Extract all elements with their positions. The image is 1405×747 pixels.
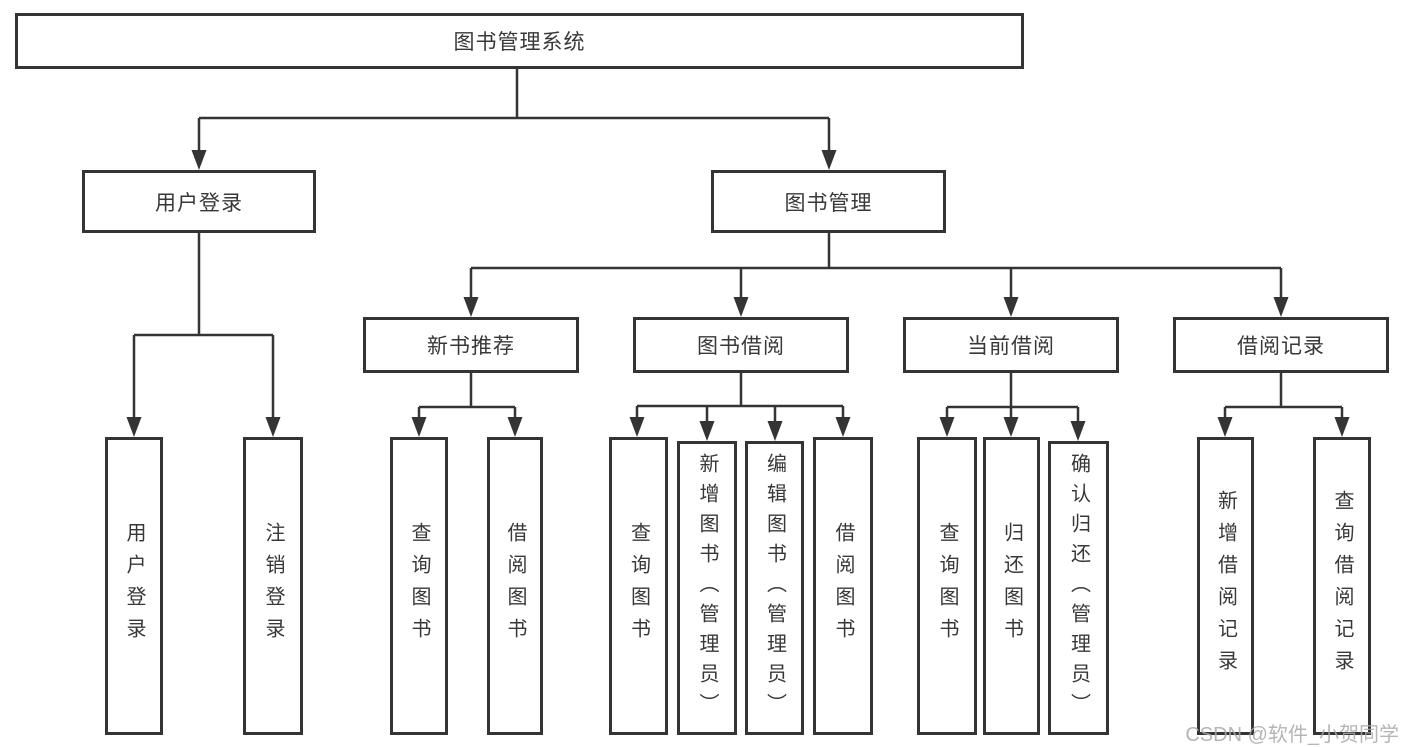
leaf-return-books: 归还图书 [983,437,1040,735]
node-new-book-recommend-label: 新书推荐 [427,335,515,358]
arrowhead [629,417,645,437]
leaf-borrow-books-recommend-label: 借阅图书 [504,522,526,650]
node-book-borrowing-label: 图书借阅 [697,335,785,358]
arrowhead [1070,421,1086,441]
leaf-add-books-admin-label: 新增图书（管理员） [696,453,718,723]
node-user-login: 用户登录 [82,170,316,233]
node-borrow-records-label: 借阅记录 [1237,335,1325,358]
arrowhead [733,297,749,317]
node-library-system-label: 图书管理系统 [453,31,586,54]
arrowhead [939,417,955,437]
connector-book-management-children [469,233,1283,303]
node-book-borrowing: 图书借阅 [633,317,849,373]
arrowhead [1273,297,1289,317]
leaf-edit-books-admin: 编辑图书（管理员） [745,441,804,735]
arrowhead [1217,417,1233,437]
connector-book-borrowing-children [635,373,845,427]
leaf-logout-label: 注销登录 [262,522,284,650]
leaf-add-borrow-record-label: 新增借阅记录 [1214,490,1237,682]
arrowhead [507,417,523,437]
leaf-confirm-return-admin-label: 确认归还（管理员） [1067,453,1090,723]
connector-current-borrowing-children [945,373,1080,427]
leaf-return-books-label: 归还图书 [1000,522,1023,650]
arrowhead [835,417,851,437]
node-new-book-recommend: 新书推荐 [363,317,579,373]
arrowhead [1003,417,1019,437]
leaf-query-books-borrowing: 查询图书 [609,437,668,735]
leaf-query-books-recommend-label: 查询图书 [408,522,430,650]
leaf-query-books-borrowing-label: 查询图书 [627,522,650,650]
leaf-borrow-books: 借阅图书 [813,437,873,735]
arrowhead [463,297,479,317]
leaf-edit-books-admin-label: 编辑图书（管理员） [763,453,786,723]
arrowhead [1003,297,1019,317]
node-library-system: 图书管理系统 [15,13,1024,69]
node-user-login-label: 用户登录 [155,191,243,215]
leaf-borrow-books-recommend: 借阅图书 [487,437,543,735]
connector-user-login-children [132,233,275,423]
arrowhead [265,417,281,437]
node-borrow-records: 借阅记录 [1173,317,1389,373]
leaf-query-books-current: 查询图书 [917,437,977,735]
leaf-user-login: 用户登录 [105,437,163,735]
arrowhead [411,417,427,437]
arrowhead [126,417,142,437]
connector-root-to-level2 [197,69,831,156]
leaf-user-login-label: 用户登录 [123,522,145,650]
leaf-add-books-admin: 新增图书（管理员） [677,441,737,735]
arrowhead [767,421,783,441]
leaf-query-borrow-record: 查询借阅记录 [1313,437,1371,735]
leaf-borrow-books-label: 借阅图书 [832,522,854,650]
node-current-borrowing: 当前借阅 [903,317,1119,373]
arrowheads [126,150,1350,441]
leaf-query-books-recommend: 查询图书 [390,437,448,735]
arrowhead [699,421,715,441]
arrowhead [821,150,837,170]
watermark: CSDN @软件_小贺同学 [1185,724,1399,746]
leaf-logout: 注销登录 [243,437,303,735]
node-current-borrowing-label: 当前借阅 [967,335,1055,358]
leaf-query-books-current-label: 查询图书 [936,522,958,650]
arrowhead [191,150,207,170]
leaf-confirm-return-admin: 确认归还（管理员） [1048,441,1109,735]
node-book-management-label: 图书管理 [784,191,873,215]
arrowhead [1334,417,1350,437]
leaf-query-borrow-record-label: 查询借阅记录 [1331,490,1353,682]
connector-new-book-recommend-children [417,373,517,423]
leaf-add-borrow-record: 新增借阅记录 [1197,437,1254,735]
node-book-management: 图书管理 [711,170,946,233]
connector-borrow-records-children [1223,373,1344,423]
